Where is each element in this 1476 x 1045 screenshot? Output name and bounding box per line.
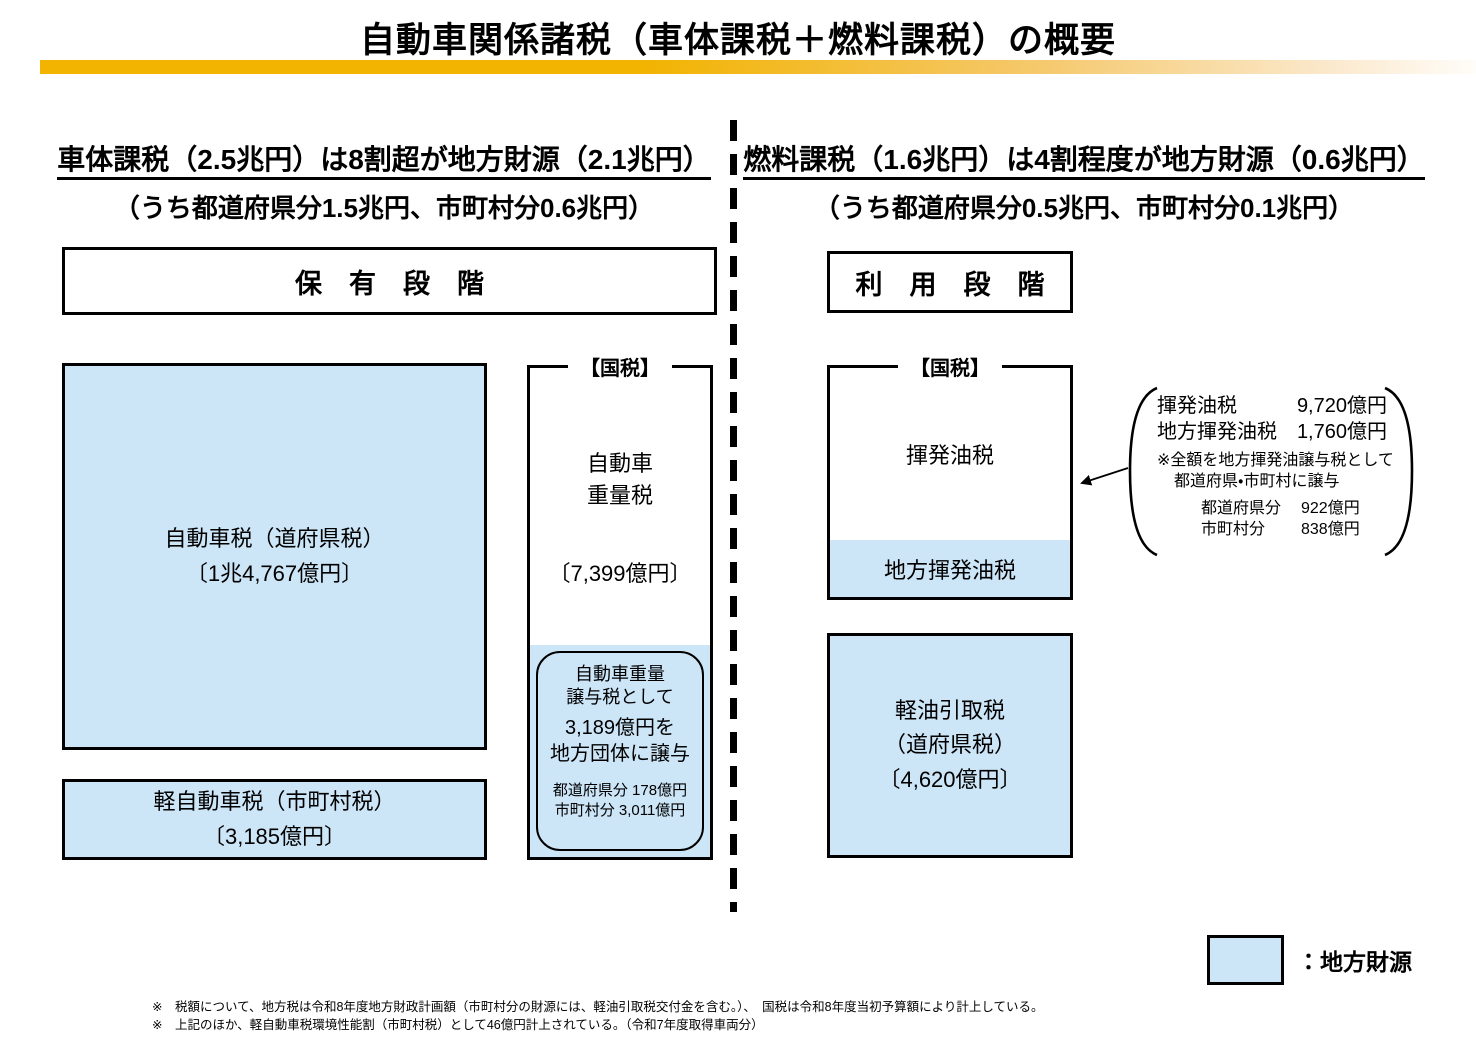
transfer-text-top: 自動車重量 譲与税として (566, 664, 674, 708)
holding-stage-box: 保 有 段 階 (62, 247, 717, 315)
transfer-text-breakdown: 都道府県分 178億円 市町村分 3,011億円 (552, 781, 688, 820)
jidosha-tax-name: 自動車税（道府県税） (164, 526, 385, 552)
annotation-breakdown: 都道府県分 922億円 市町村分 838億円 (1201, 499, 1387, 541)
vehicle-section-headline: 車体課税（2.5兆円）は8割超が地方財源（2.1兆円） (50, 138, 718, 180)
diesel-tax-name: 軽油引取税 (894, 698, 1005, 724)
diesel-tax-amount: 〔4,620億円〕 (878, 766, 1022, 792)
section-divider-dashed-line (730, 120, 737, 912)
annotation-arrow-icon (1080, 467, 1129, 486)
tonnage-transfer-section: 自動車重量 譲与税として 3,189億円を 地方団体に譲与 都道府県分 178億… (530, 645, 710, 857)
legend-swatch-local-revenue (1207, 935, 1284, 985)
page-title: 自動車関係諸税（車体課税＋燃料課税）の概要 (359, 21, 1116, 60)
left-parenthesis-icon (1128, 386, 1158, 557)
jidosha-tax-amount: 〔1兆4,767億円〕 (185, 560, 364, 586)
annotation-row: 揮発油税 9,720億円 (1157, 395, 1387, 417)
kei-jidosha-tax-amount: 〔3,185億円〕 (202, 823, 347, 849)
title-underline-bar (40, 60, 1476, 74)
national-tax-box-right: 【国税】 揮発油税 地方揮発油税 (827, 352, 1073, 600)
kei-jidosha-tax-name: 軽自動車税（市町村税） (153, 789, 396, 815)
transfer-text-amount: 3,189億円を 地方団体に譲与 (550, 716, 690, 765)
usage-stage-box: 利 用 段 階 (827, 251, 1073, 313)
tonnage-tax-amount: 〔7,399億円〕 (548, 561, 692, 586)
vehicle-section-subheadline: （うち都道府県分1.5兆円、市町村分0.6兆円） (113, 193, 655, 223)
gasoline-tax-label: 揮発油税 (905, 443, 994, 468)
fuel-section-subheadline: （うち都道府県分0.5兆円、市町村分0.1兆円） (813, 193, 1355, 223)
diesel-tax-box: 軽油引取税 （道府県税） 〔4,620億円〕 (827, 633, 1073, 858)
annotation-breakdown-row: 市町村分 838億円 (1201, 521, 1360, 539)
right-parenthesis-icon (1384, 386, 1414, 557)
kei-jidosha-tax-box: 軽自動車税（市町村税） 〔3,185億円〕 (62, 779, 487, 860)
annotation-breakdown-row: 都道府県分 922億円 (1201, 500, 1360, 518)
legend-label: ：地方財源 (1297, 949, 1412, 975)
national-tax-label-right: 【国税】 (898, 352, 1002, 381)
footnote-tax-amounts: ※ 税額について、地方税は令和8年度地方財政計画額（市町村分の財源には、軽油引取… (152, 1000, 1044, 1014)
tonnage-tax-name: 自動車 重量税 (586, 451, 653, 508)
national-tax-label-left: 【国税】 (568, 352, 672, 381)
annotation-row: 地方揮発油税 1,760億円 (1157, 421, 1387, 444)
local-gasoline-tax-strip: 地方揮発油税 (830, 540, 1070, 597)
gasoline-annotation-bracket: 揮発油税 9,720億円 地方揮発油税 1,760億円 ※全額を地方揮発油譲与税… (1125, 385, 1417, 558)
footnote-kei-environmental: ※ 上記のほか、軽自動車税環境性能割（市町村税）として46億円計上されている。（… (152, 1018, 764, 1032)
fuel-section-headline: 燃料課税（1.6兆円）は4割程度が地方財源（0.6兆円） (742, 138, 1426, 180)
diesel-tax-type: （道府県税） (883, 732, 1016, 758)
jidosha-tax-box: 自動車税（道府県税） 〔1兆4,767億円〕 (62, 363, 487, 750)
national-tax-box-left: 【国税】 自動車 重量税 〔7,399億円〕 自動車重量 譲与税として 3,18… (527, 352, 713, 860)
annotation-content: 揮発油税 9,720億円 地方揮発油税 1,760億円 ※全額を地方揮発油譲与税… (1157, 393, 1394, 541)
annotation-note: ※全額を地方揮発油譲与税として 都道府県・市町村に譲与 (1157, 451, 1394, 490)
tonnage-transfer-rounded-box: 自動車重量 譲与税として 3,189億円を 地方団体に譲与 都道府県分 178億… (536, 651, 704, 851)
